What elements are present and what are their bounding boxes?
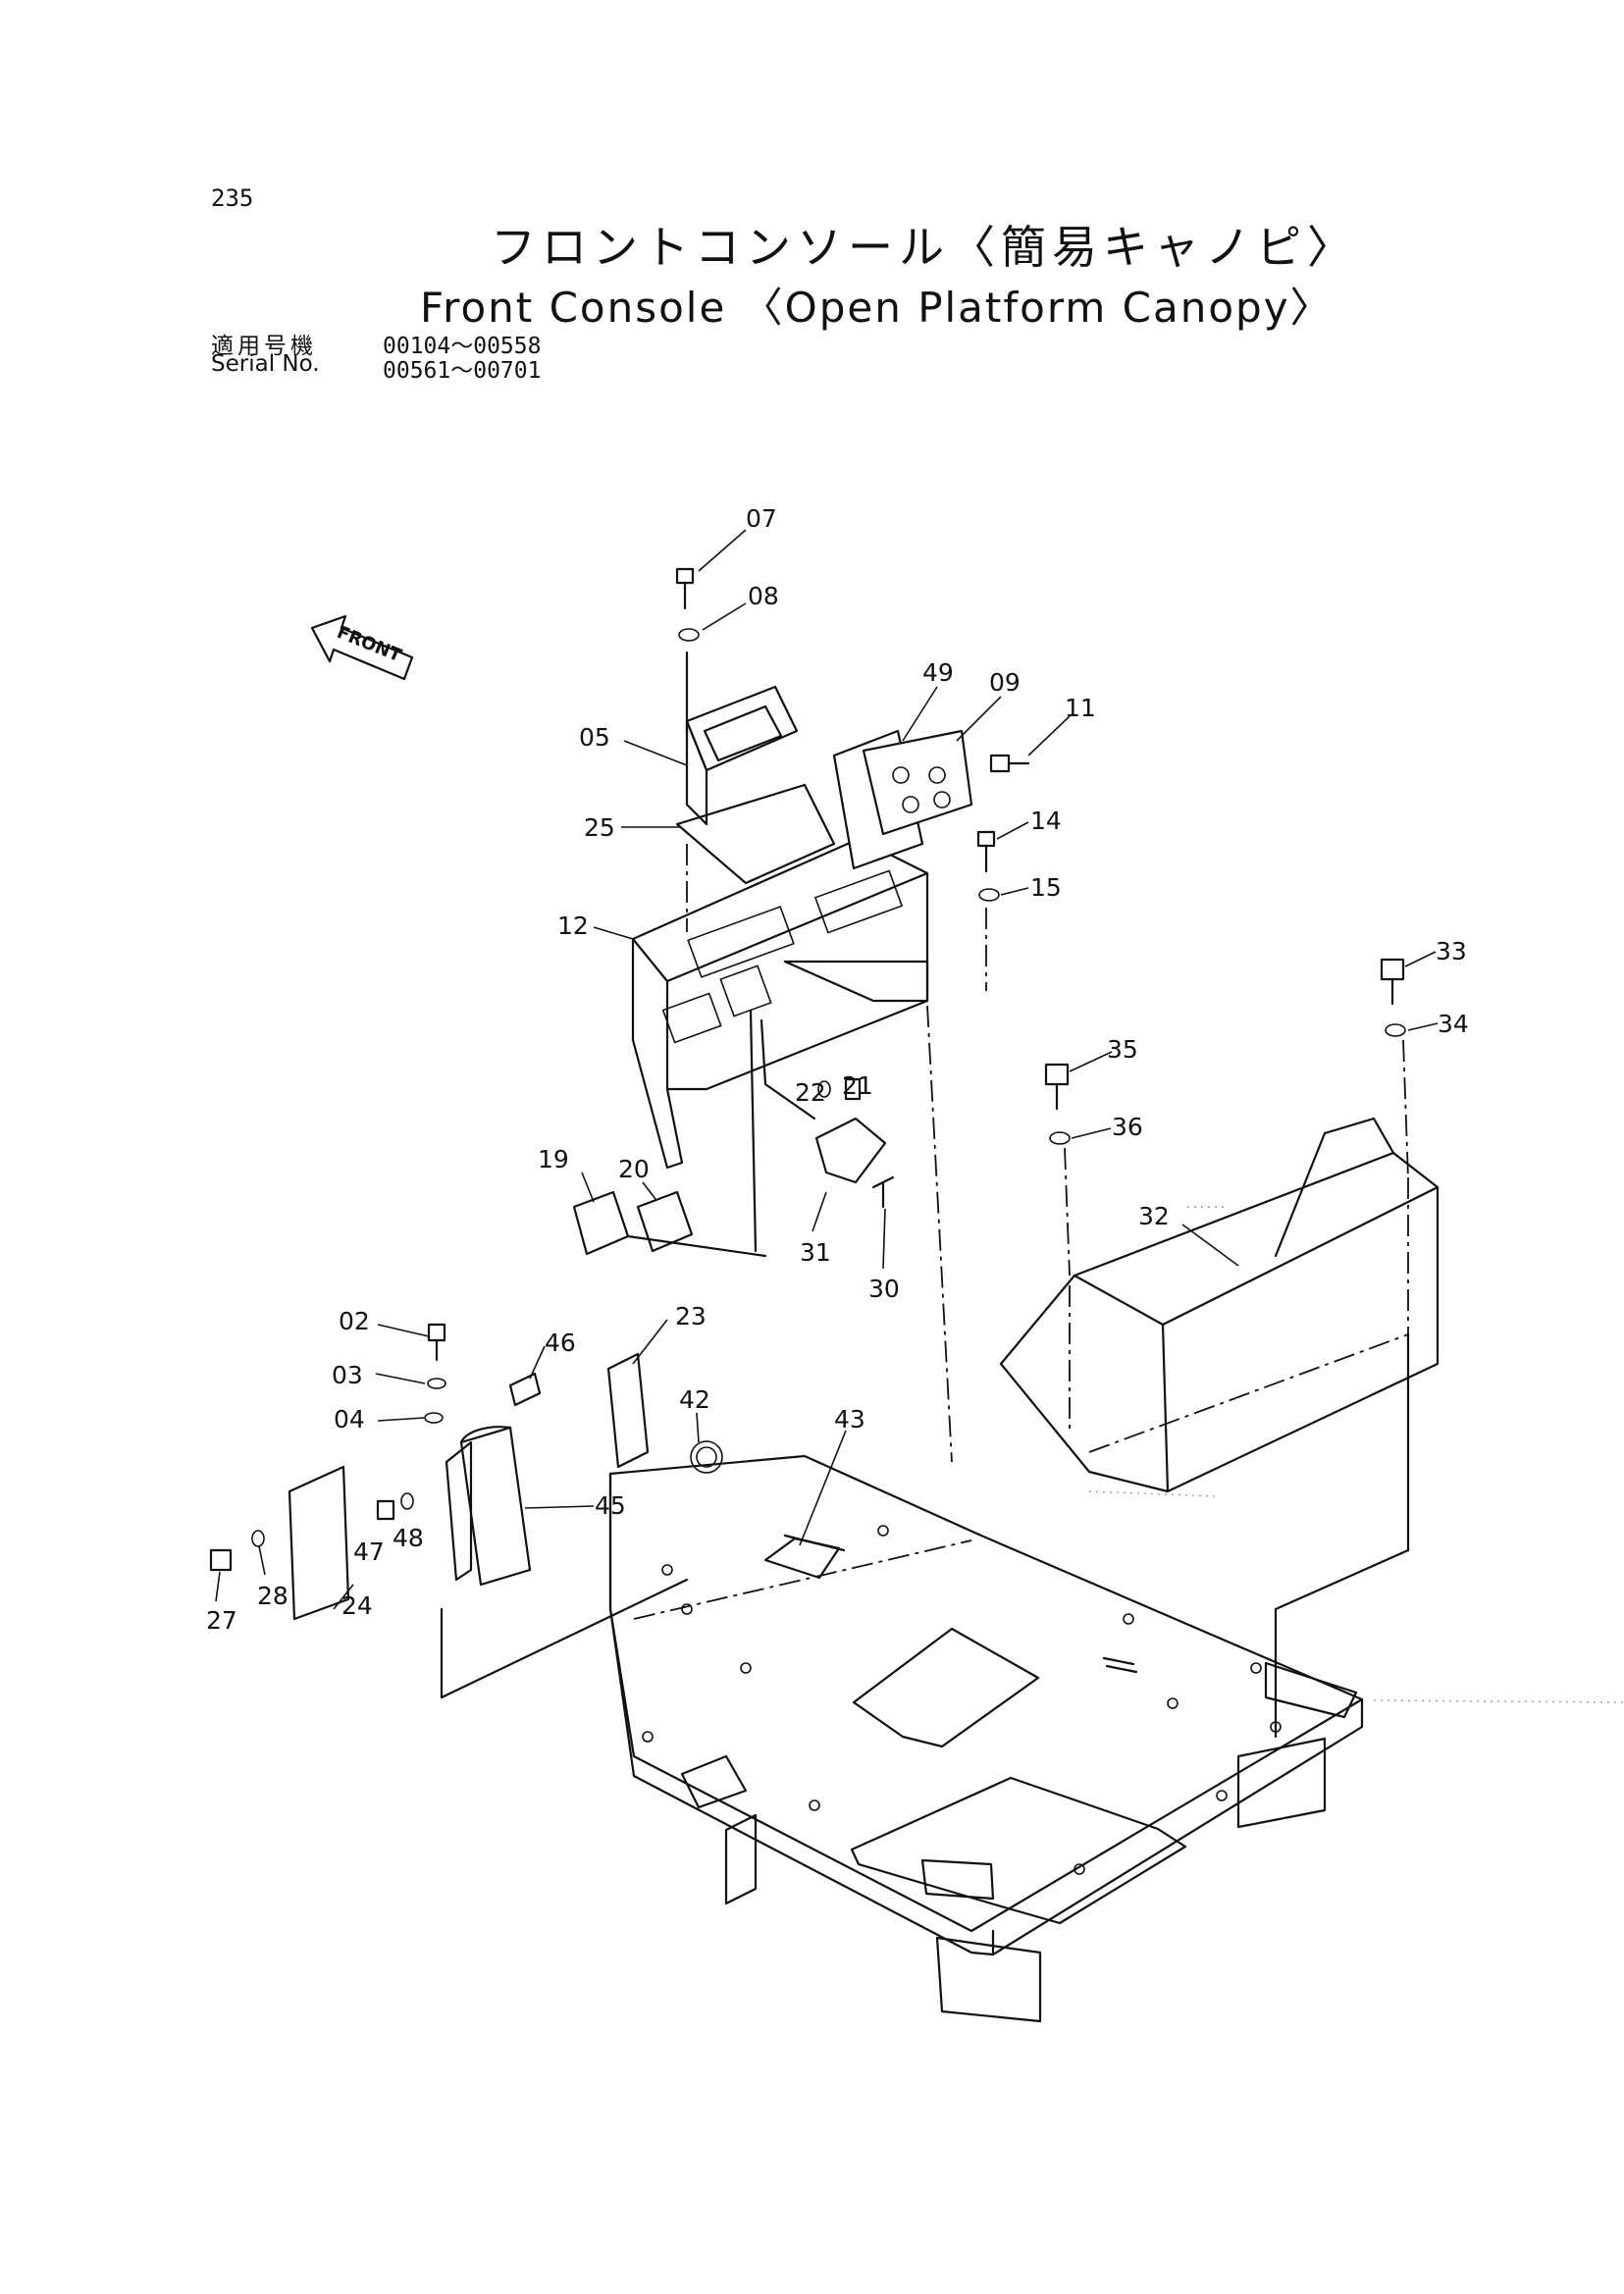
part-label-12: 12 xyxy=(557,912,589,940)
part-label-42: 42 xyxy=(679,1385,710,1414)
part-label-45: 45 xyxy=(595,1491,626,1520)
part-label-35: 35 xyxy=(1107,1035,1138,1064)
seat-support-drawing xyxy=(999,958,1440,1493)
part-label-33: 33 xyxy=(1436,937,1467,965)
part-label-08: 08 xyxy=(748,582,779,610)
part-label-43: 43 xyxy=(834,1405,865,1434)
part-label-24: 24 xyxy=(341,1591,373,1620)
part-label-02: 02 xyxy=(339,1307,370,1335)
part-label-28: 28 xyxy=(257,1582,288,1610)
title-japanese: フロントコンソール〈簡易キャノピ〉 xyxy=(491,221,1358,274)
part-label-group: 07 08 05 49 09 11 25 14 15 12 22 21 19 2… xyxy=(206,504,1469,1635)
part-label-11: 11 xyxy=(1065,694,1096,722)
part-label-31: 31 xyxy=(800,1238,831,1267)
part-label-05: 05 xyxy=(579,723,610,752)
console-panel-drawing xyxy=(572,567,1030,1256)
serial-range-2: 00561～00701 xyxy=(383,358,542,384)
part-label-15: 15 xyxy=(1030,873,1062,902)
part-label-19: 19 xyxy=(538,1145,569,1173)
part-label-30: 30 xyxy=(868,1275,900,1303)
serial-label-japanese: 適用号機 xyxy=(211,334,317,359)
part-label-36: 36 xyxy=(1112,1113,1143,1141)
part-label-47: 47 xyxy=(353,1538,385,1566)
front-arrow-icon: FRONT xyxy=(310,614,414,681)
part-label-20: 20 xyxy=(618,1155,650,1183)
part-label-09: 09 xyxy=(989,668,1021,697)
part-label-49: 49 xyxy=(922,658,954,687)
part-label-25: 25 xyxy=(584,813,615,842)
part-label-32: 32 xyxy=(1138,1202,1170,1230)
serial-label-english: Serial No. xyxy=(211,351,320,377)
title-english: Front Console 〈Open Platform Canopy〉 xyxy=(420,284,1334,332)
part-label-27: 27 xyxy=(206,1606,237,1635)
part-label-23: 23 xyxy=(675,1302,707,1330)
part-label-48: 48 xyxy=(393,1524,424,1552)
base-frame-drawing xyxy=(608,1454,1364,2023)
part-label-34: 34 xyxy=(1438,1010,1469,1038)
side-column-drawing xyxy=(209,1323,723,1621)
part-label-07: 07 xyxy=(746,504,777,533)
part-label-21: 21 xyxy=(842,1071,873,1100)
part-label-46: 46 xyxy=(545,1329,576,1357)
part-label-04: 04 xyxy=(334,1405,365,1434)
assembly-lines xyxy=(440,651,1624,1739)
part-label-03: 03 xyxy=(332,1361,363,1389)
serial-range-1: 00104～00558 xyxy=(383,334,542,359)
page-number: 235 xyxy=(211,184,254,212)
part-label-22: 22 xyxy=(795,1078,826,1107)
part-label-14: 14 xyxy=(1030,807,1062,835)
